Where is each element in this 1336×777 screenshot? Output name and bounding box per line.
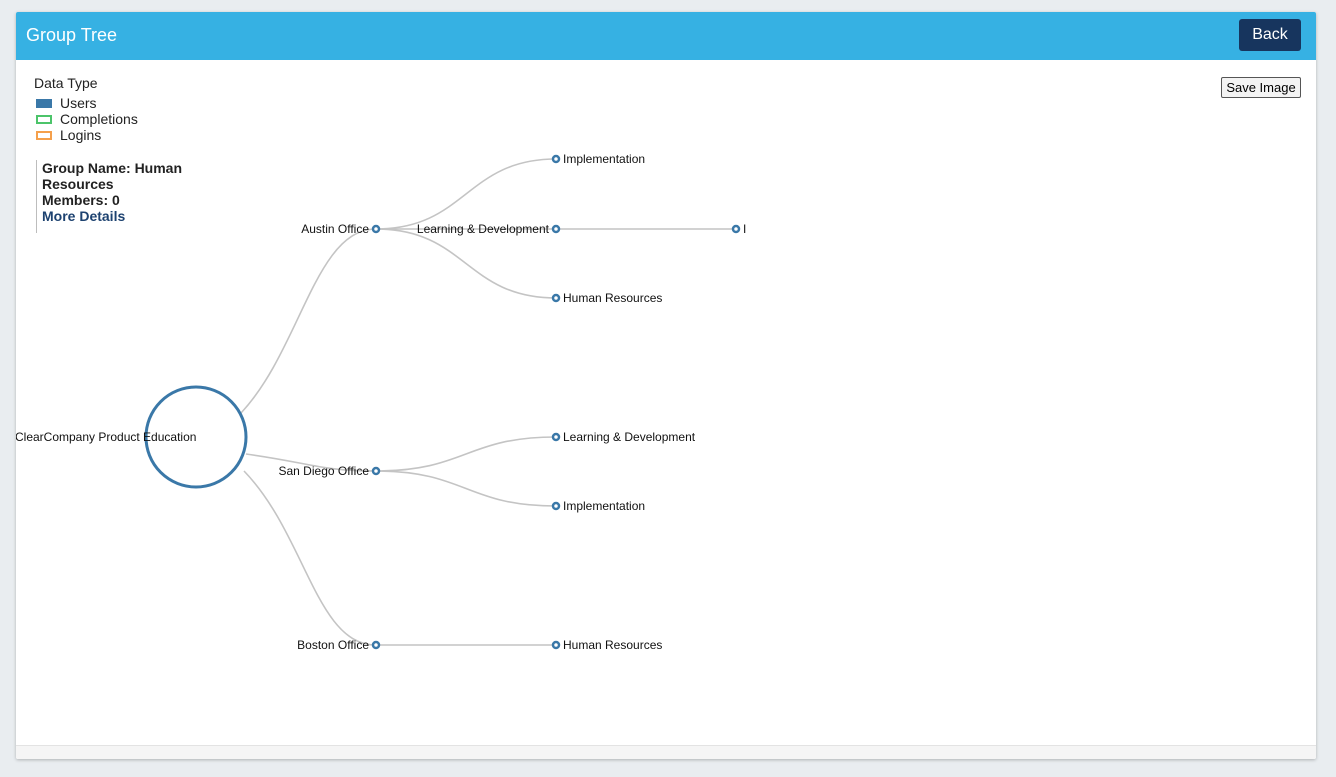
tree-node[interactable] (551, 432, 561, 442)
tree-node[interactable] (551, 154, 561, 164)
node-label: Boston Office (297, 638, 369, 652)
save-image-button[interactable]: Save Image (1221, 77, 1301, 98)
node-label: Learning & Development (417, 222, 550, 236)
node-label: San Diego Office (279, 464, 370, 478)
tree-node[interactable] (551, 224, 561, 234)
group-tree-panel: Group Tree Back Save Image Data Type Use… (16, 12, 1316, 759)
node-label: Human Resources (563, 638, 662, 652)
group-name-line: Resources (42, 176, 114, 192)
node-label: Learning & Development (563, 430, 696, 444)
legend-label: Users (60, 95, 97, 111)
tree-node[interactable] (551, 640, 561, 650)
root-node[interactable] (144, 385, 248, 489)
group-name-line: Group Name: Human (42, 160, 183, 176)
legend-title: Data Type (34, 75, 98, 91)
legend-label: Logins (60, 127, 102, 143)
completions-swatch (36, 115, 52, 124)
tree-node[interactable] (371, 466, 381, 476)
tree-node[interactable] (551, 501, 561, 511)
logins-swatch (36, 131, 52, 140)
tree-node[interactable] (371, 224, 381, 234)
tree-link (375, 228, 557, 299)
node-label: Austin Office (301, 222, 369, 236)
panel-footer (16, 745, 1316, 759)
panel-header: Group Tree Back (16, 12, 1316, 60)
tree-node[interactable] (371, 640, 381, 650)
tree-link (245, 453, 377, 472)
more-details-link[interactable]: More Details (42, 208, 126, 224)
node-label: Human Resources (563, 291, 662, 305)
tree-node[interactable] (551, 293, 561, 303)
users-swatch (36, 99, 52, 108)
root-node-label: ClearCompany Product Education (16, 430, 196, 444)
tree-link (243, 470, 377, 646)
group-tree-diagram: ClearCompany Product Education Austin Of… (16, 152, 746, 652)
group-info-panel: Group Name: Human Resources Members: 0 M… (36, 160, 186, 233)
tree-link (375, 158, 557, 230)
node-label: Implementation (563, 152, 645, 166)
tree-link (375, 436, 557, 472)
node-label: Implementation (563, 499, 645, 513)
members-count: Members: 0 (42, 192, 120, 208)
legend-label: Completions (60, 111, 138, 127)
tree-link (375, 470, 557, 507)
page-title: Group Tree (26, 25, 118, 45)
back-button[interactable]: Back (1239, 19, 1301, 51)
tree-node[interactable] (731, 224, 741, 234)
tree-link (240, 228, 377, 414)
node-label: I (743, 222, 746, 236)
